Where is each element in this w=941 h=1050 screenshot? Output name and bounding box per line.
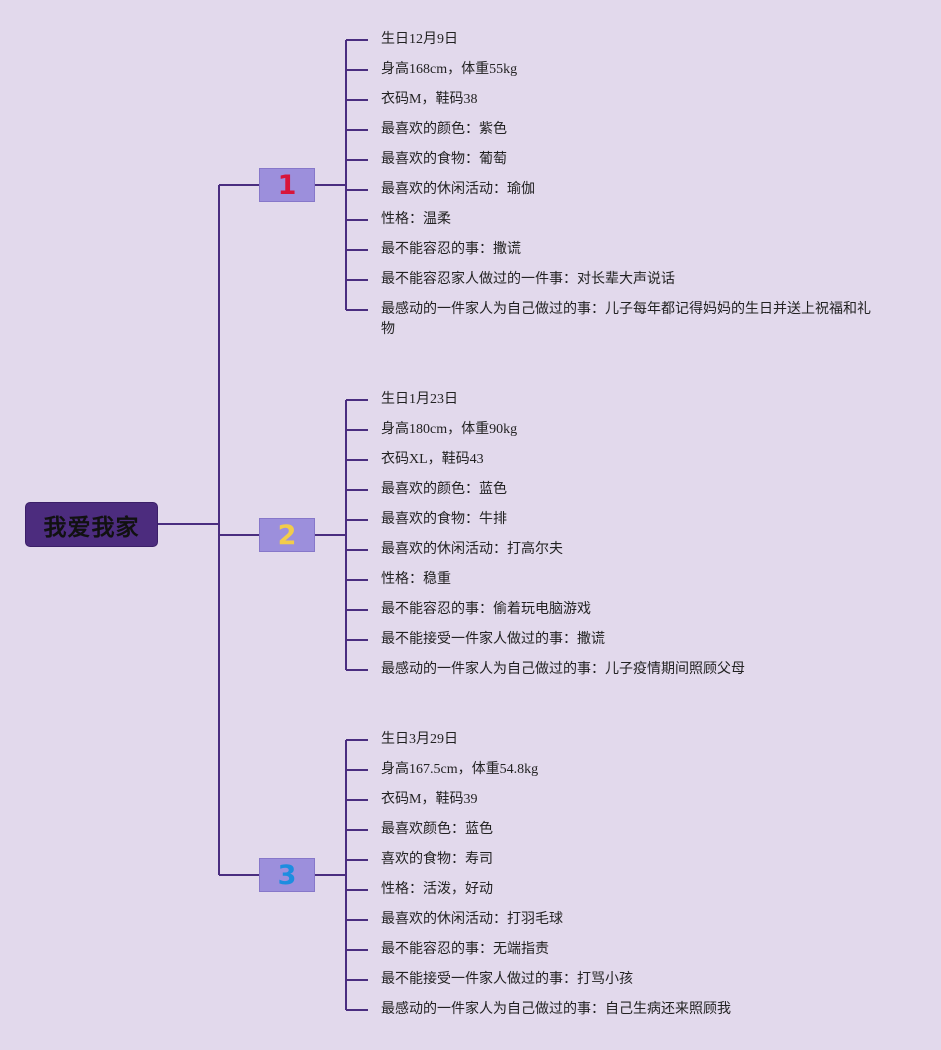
leaf-item[interactable]: 最喜欢的颜色：紫色 <box>381 122 507 137</box>
leaf-item[interactable]: 喜欢的食物：寿司 <box>381 852 493 867</box>
leaf-item[interactable]: 最不能容忍的事：撒谎 <box>381 242 521 257</box>
leaf-item[interactable]: 最喜欢的休闲活动：打羽毛球 <box>381 912 563 927</box>
leaf-item[interactable]: 身高168cm，体重55kg <box>381 62 518 77</box>
leaf-item[interactable]: 最喜欢颜色：蓝色 <box>381 822 493 837</box>
leaf-item[interactable]: 最喜欢的休闲活动：打高尔夫 <box>381 542 563 557</box>
leaf-item[interactable]: 衣码M，鞋码39 <box>381 792 478 807</box>
leaf-item[interactable]: 最不能容忍家人做过的一件事：对长辈大声说话 <box>381 272 675 287</box>
leaf-item[interactable]: 最不能容忍的事：无端指责 <box>381 942 549 957</box>
leaf-item[interactable]: 衣码XL，鞋码43 <box>381 452 484 467</box>
leaf-item[interactable]: 性格：活泼，好动 <box>381 882 493 897</box>
leaf-item[interactable]: 最不能接受一件家人做过的事：打骂小孩 <box>381 972 633 987</box>
leaf-item[interactable]: 性格：稳重 <box>381 572 451 587</box>
leaf-item[interactable]: 最不能接受一件家人做过的事：撒谎 <box>381 632 605 647</box>
leaf-item[interactable]: 最感动的一件家人为自己做过的事：自己生病还来照顾我 <box>381 1002 731 1017</box>
leaf-item[interactable]: 生日3月29日 <box>381 732 458 747</box>
leaf-item[interactable]: 最感动的一件家人为自己做过的事：儿子每年都记得妈妈的生日并送上祝福和礼物 <box>381 302 871 337</box>
leaf-item[interactable]: 身高167.5cm，体重54.8kg <box>381 762 539 777</box>
root-node[interactable]: 我爱我家 <box>25 502 158 547</box>
branch-node-1[interactable]: 1 <box>259 168 315 202</box>
leaf-item[interactable]: 最喜欢的颜色：蓝色 <box>381 482 507 497</box>
branch-node-3[interactable]: 3 <box>259 858 315 892</box>
leaf-item[interactable]: 最感动的一件家人为自己做过的事：儿子疫情期间照顾父母 <box>381 662 745 677</box>
leaf-item[interactable]: 身高180cm，体重90kg <box>381 422 518 437</box>
branch-node-2[interactable]: 2 <box>259 518 315 552</box>
leaf-item[interactable]: 生日1月23日 <box>381 392 458 407</box>
leaf-item[interactable]: 衣码M，鞋码38 <box>381 92 478 107</box>
leaf-item[interactable]: 最喜欢的食物：牛排 <box>381 512 507 527</box>
leaf-item[interactable]: 最喜欢的食物：葡萄 <box>381 152 507 167</box>
leaf-item[interactable]: 最不能容忍的事：偷着玩电脑游戏 <box>381 602 591 617</box>
leaf-item[interactable]: 性格：温柔 <box>381 212 451 227</box>
leaf-item[interactable]: 最喜欢的休闲活动：瑜伽 <box>381 182 535 197</box>
leaf-item[interactable]: 生日12月9日 <box>381 32 458 47</box>
